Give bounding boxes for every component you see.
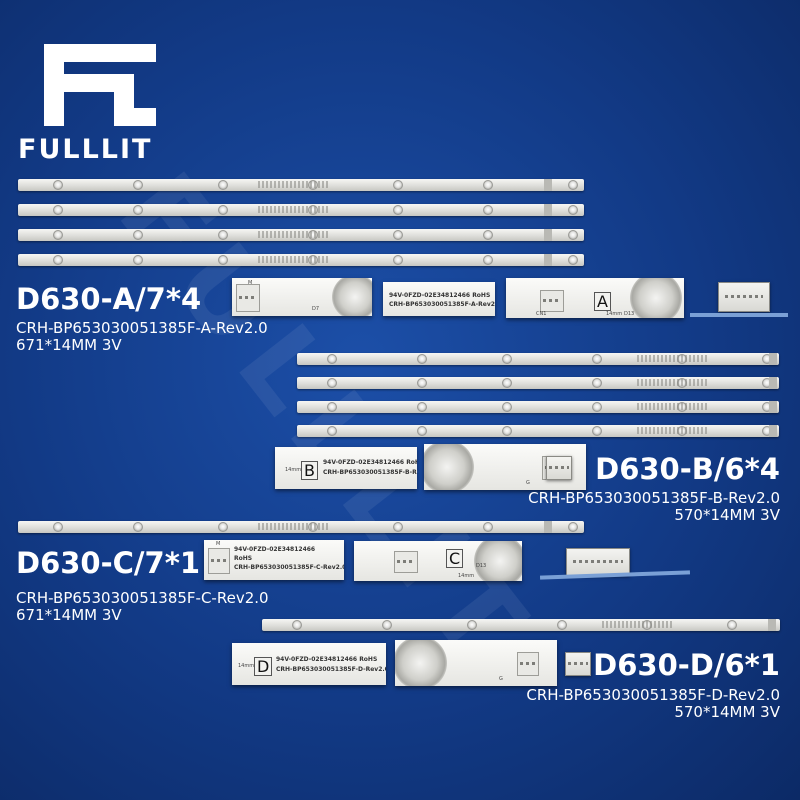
closeup-label-d: 14mm D 94V-0FZD-02E34812466 RoHS CRH-BP6… (232, 643, 386, 685)
brand-wordmark: FULLLIT (18, 134, 153, 165)
connector-header-c (566, 548, 630, 576)
led-strip (18, 179, 584, 191)
led-strip (18, 204, 584, 216)
set-b-title: D630-B/6*4 (595, 452, 780, 486)
set-a-part: CRH-BP653030051385F-A-Rev2.0 (16, 319, 268, 337)
led-strip (297, 401, 779, 413)
set-b-size: 570*14MM 3V (674, 506, 780, 524)
set-c-size: 671*14MM 3V (16, 606, 122, 624)
led-strip (18, 254, 584, 266)
set-a-size: 671*14MM 3V (16, 336, 122, 354)
closeup-right-end-d: G (395, 640, 557, 686)
closeup-right-end-a: A CN1 14mm D13 (506, 278, 684, 318)
led-strip (297, 377, 779, 389)
set-a-title: D630-A/7*4 (16, 282, 202, 316)
closeup-label-a: 94V-0FZD-02E34812466 RoHS CRH-BP65303005… (383, 282, 495, 316)
set-c-part: CRH-BP653030051385F-C-Rev2.0 (16, 589, 269, 607)
closeup-label-b: 14mm B 94V-0FZD-02E34812466 RoHS CRH-BP6… (275, 447, 417, 489)
closeup-left-end-c: M 94V-0FZD-02E34812466 RoHS CRH-BP653030… (204, 540, 344, 580)
led-strip (297, 425, 779, 437)
led-strip-d (262, 619, 780, 631)
set-b-part: CRH-BP653030051385F-B-Rev2.0 (528, 489, 780, 507)
closeup-right-end-b: G (424, 444, 586, 490)
set-d-size: 570*14MM 3V (674, 703, 780, 721)
set-d-title: D630-D/6*1 (593, 648, 780, 682)
connector-header-b (546, 456, 572, 480)
led-strip (18, 229, 584, 241)
connector-header-d (565, 652, 591, 676)
closeup-left-end-a: M D7 (232, 278, 372, 316)
set-d-part: CRH-BP653030051385F-D-Rev2.0 (526, 686, 780, 704)
connector-header-a (718, 282, 770, 312)
closeup-right-end-c: C 14mm D13 (354, 541, 522, 581)
cable-strip-a (690, 313, 788, 317)
led-strip (297, 353, 779, 365)
set-c-title: D630-C/7*1 (16, 546, 201, 580)
led-strip-c (18, 521, 584, 533)
brand-logo-mark (44, 44, 156, 126)
